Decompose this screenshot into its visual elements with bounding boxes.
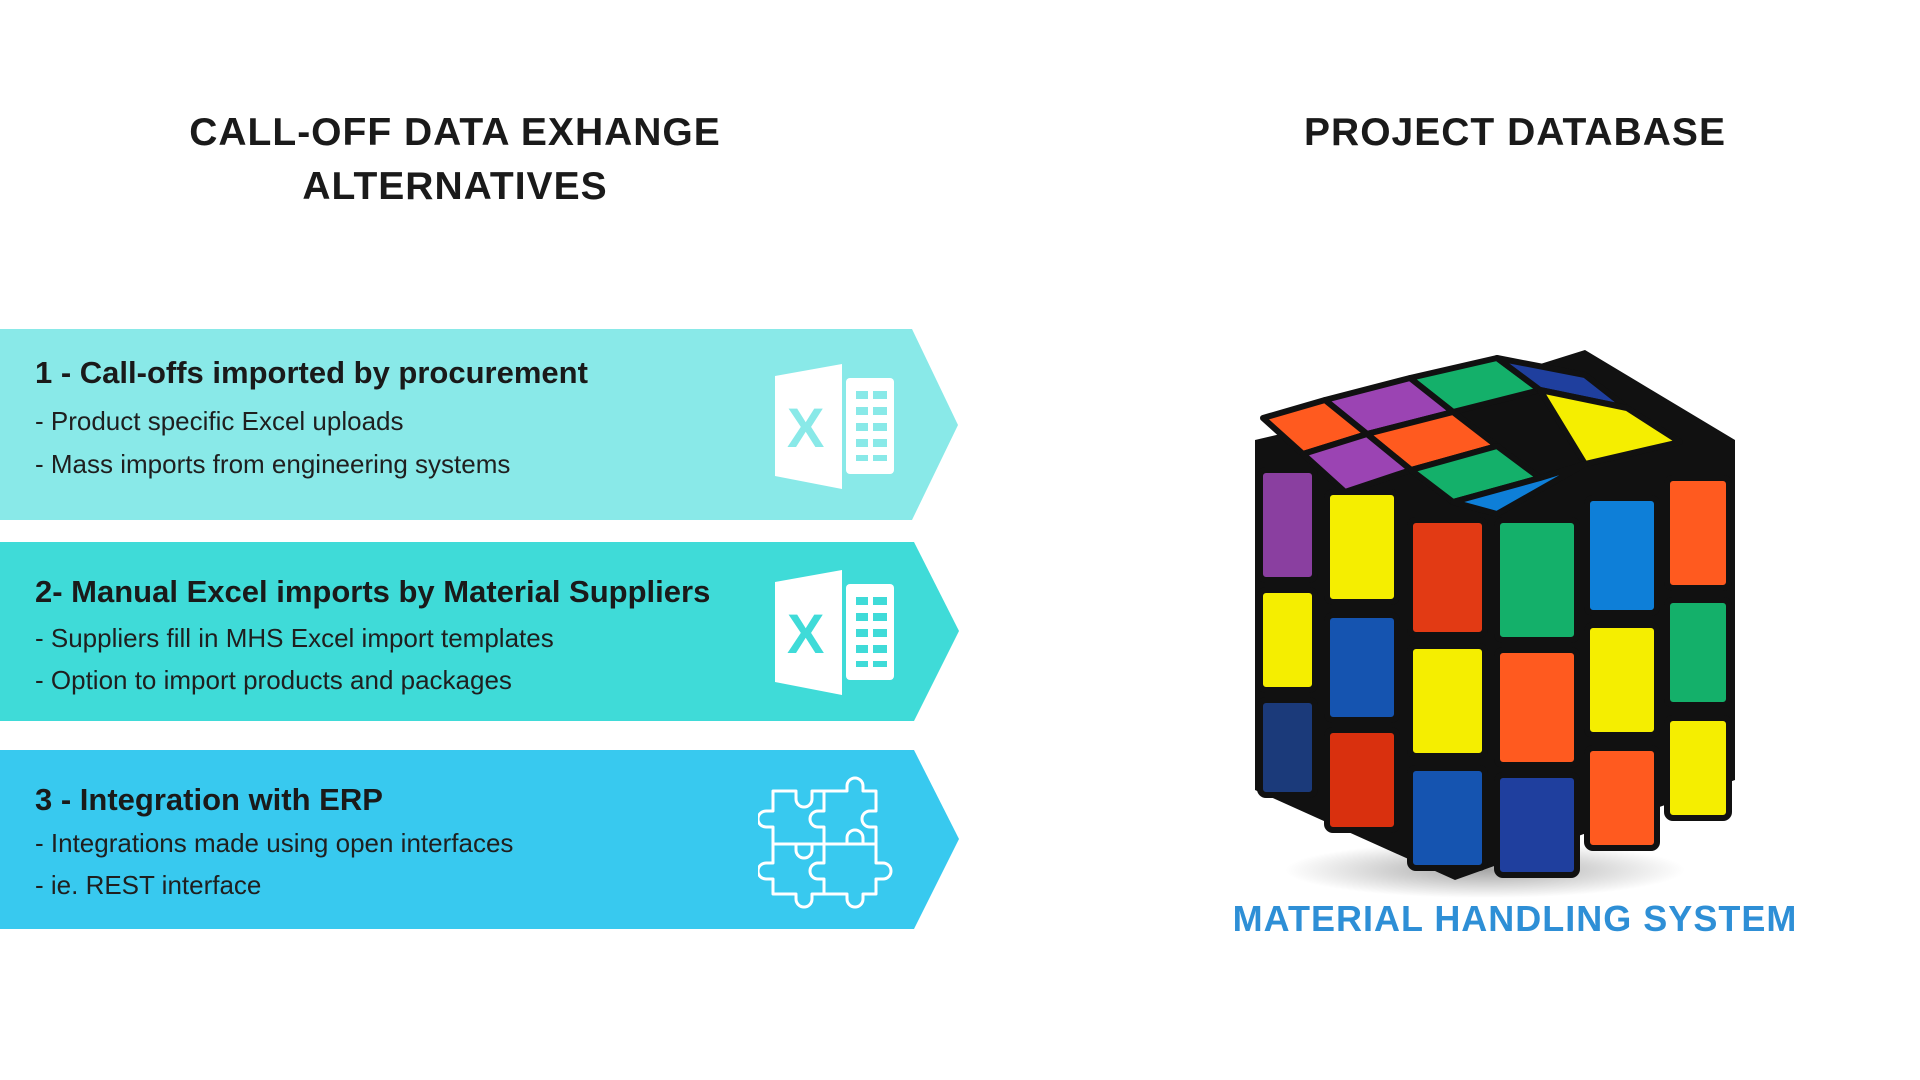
puzzle-icon (758, 776, 893, 909)
alternative-3-bullet-2: - ie. REST interface (35, 870, 262, 900)
svg-text:X: X (787, 602, 824, 665)
left-section-title: CALL-OFF DATA EXHANGE ALTERNATIVES (80, 106, 830, 214)
arrow-band-shape (0, 750, 959, 929)
excel-icon: X (775, 364, 894, 489)
alternative-1-heading: 1 - Call-offs imported by procurement (35, 355, 588, 390)
system-label: MATERIAL HANDLING SYSTEM (1232, 898, 1798, 939)
alternative-2-bullet-2: - Option to import products and packages (35, 665, 512, 695)
excel-icon: X (775, 570, 894, 695)
alternative-3-heading: 3 - Integration with ERP (35, 782, 383, 817)
alternative-band-3: 3 - Integration with ERP - Integrations … (0, 750, 960, 929)
svg-text:X: X (787, 396, 824, 459)
arrow-band-shape (0, 542, 959, 721)
arrow-band-shape (0, 329, 958, 520)
alternative-band-2: 2- Manual Excel imports by Material Supp… (0, 542, 960, 721)
alternative-3-bullet-1: - Integrations made using open interface… (35, 828, 514, 858)
alternative-2-bullet-1: - Suppliers fill in MHS Excel import tem… (35, 623, 554, 653)
alternative-2-heading: 2- Manual Excel imports by Material Supp… (35, 574, 711, 609)
left-title-line-2: ALTERNATIVES (302, 165, 608, 208)
alternative-1-bullet-1: - Product specific Excel uploads (35, 406, 404, 436)
alternative-1-bullet-2: - Mass imports from engineering systems (35, 449, 511, 479)
rubiks-cube-image (1255, 350, 1735, 898)
alternative-band-1: 1 - Call-offs imported by procurement - … (0, 329, 960, 520)
left-title-line-1: CALL-OFF DATA EXHANGE (189, 111, 721, 154)
right-section-title: PROJECT DATABASE (1304, 111, 1726, 154)
